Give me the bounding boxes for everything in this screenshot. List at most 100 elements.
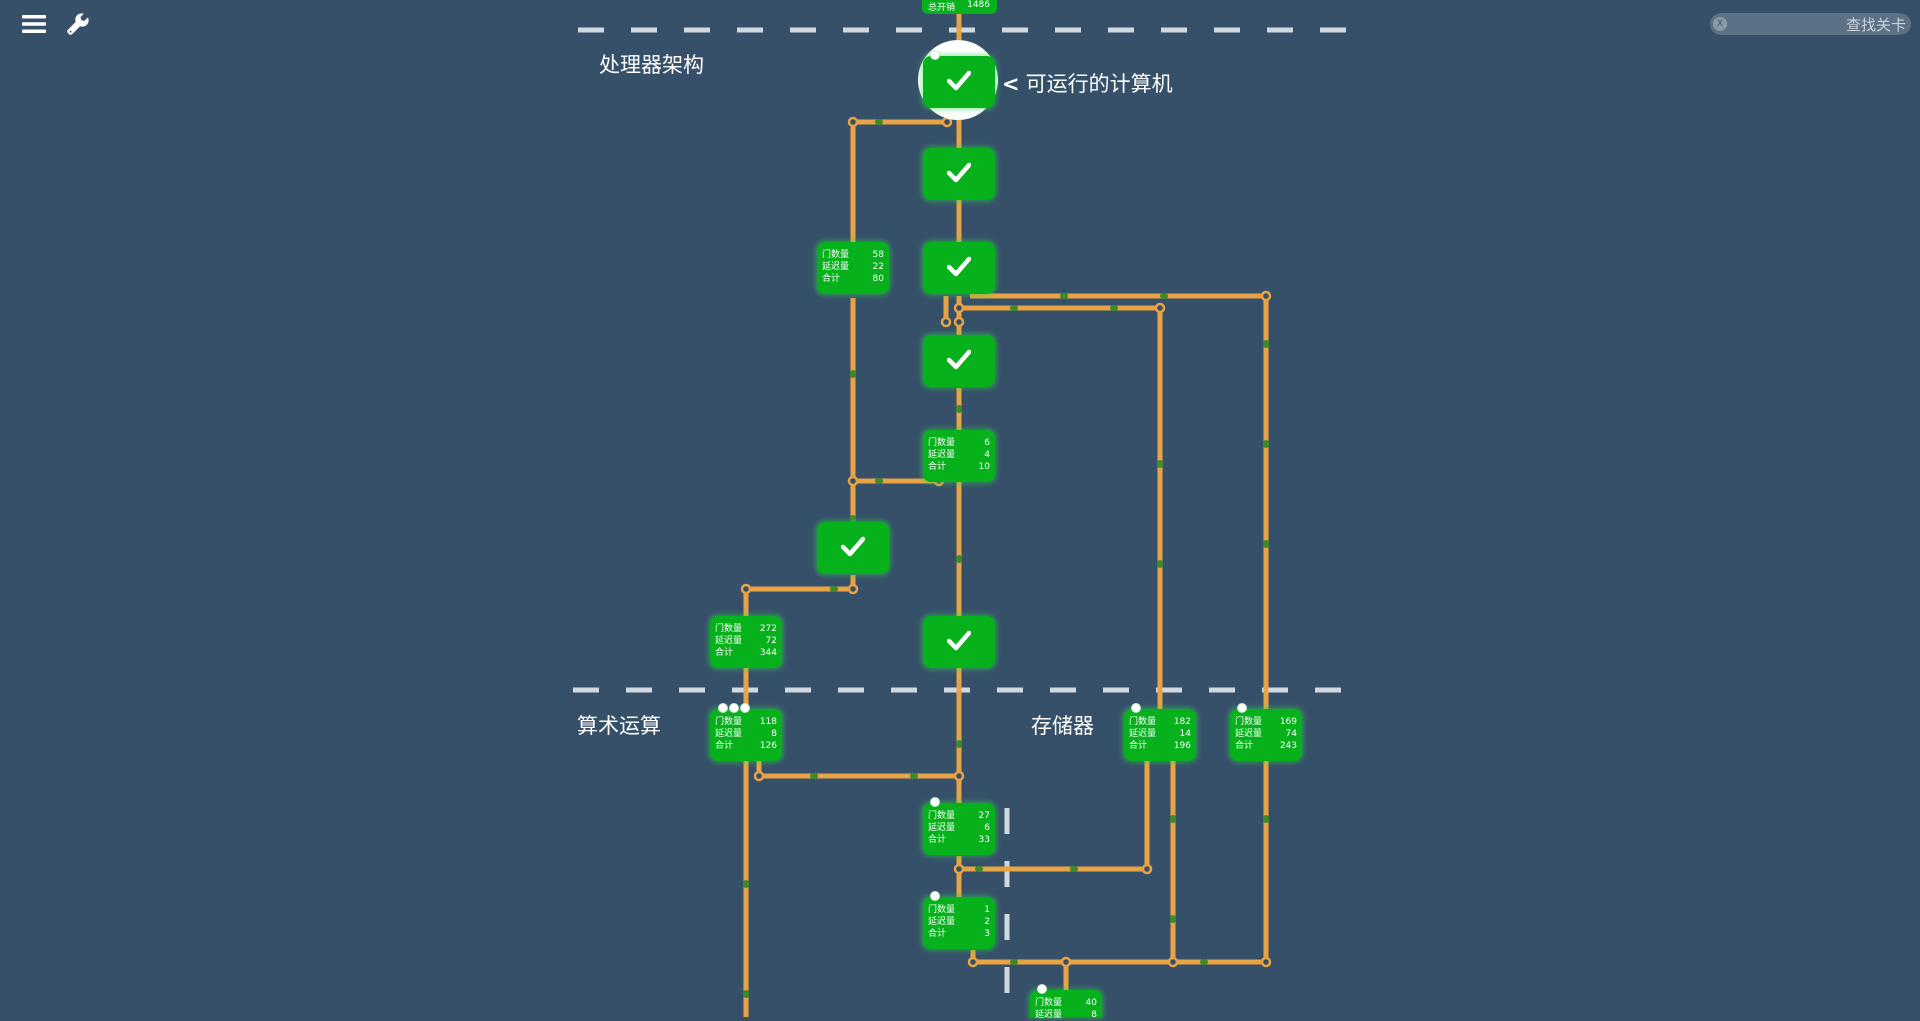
delay-value: 6 (984, 823, 990, 833)
gates-value: 118 (759, 717, 777, 727)
checkmark-icon (947, 256, 971, 277)
level-node-L1[interactable] (923, 56, 995, 108)
total-value: 126 (759, 741, 777, 751)
node-indicator-dot (930, 50, 940, 60)
total-value: 243 (1279, 741, 1297, 751)
delay-value: 74 (1285, 729, 1297, 739)
total-cost-value: 1486 (967, 0, 990, 10)
total-label: 合计 (715, 648, 734, 658)
delay-value: 8 (771, 729, 777, 739)
gates-value: 169 (1279, 717, 1297, 727)
total-cost-box: 总开销 1486 (922, 0, 997, 14)
delay-value: 22 (872, 262, 884, 272)
wire-signal-marks (743, 119, 1269, 998)
node-indicator-dot (930, 797, 940, 807)
delay-label: 延迟量 (715, 636, 743, 646)
level-node-L9[interactable] (923, 616, 995, 668)
hamburger-menu-icon[interactable] (22, 14, 46, 34)
gates-label: 门数量 (1129, 717, 1157, 727)
level-node-L7[interactable] (817, 522, 889, 574)
total-label: 合计 (715, 741, 734, 751)
gates-value: 40 (1085, 998, 1097, 1008)
total-label: 合计 (928, 835, 947, 845)
delay-value: 72 (765, 636, 777, 646)
section-title-processor-architecture: 处理器架构 (599, 53, 704, 77)
total-cost-label: 总开销 (928, 3, 956, 13)
gates-label: 门数量 (1235, 717, 1263, 727)
delay-label: 延迟量 (928, 450, 956, 460)
delay-value: 8 (1091, 1010, 1097, 1020)
level-node-L5[interactable] (923, 335, 995, 387)
total-label: 合计 (928, 929, 947, 939)
delay-label: 延迟量 (715, 729, 743, 739)
current-level-label: <可运行的计算机 (1002, 68, 1173, 98)
section-title-arithmetic: 算术运算 (577, 714, 661, 738)
current-level-arrow: < (1002, 72, 1020, 96)
gates-value: 6 (984, 438, 990, 448)
delay-value: 4 (984, 450, 990, 460)
total-value: 3 (984, 929, 990, 939)
total-value: 80 (872, 274, 884, 284)
total-value: 10 (978, 462, 990, 472)
level-stats: 门数量 40 延迟量 8 (1035, 997, 1097, 1021)
delay-label: 延迟量 (1235, 729, 1263, 739)
search-level-box: X (1710, 13, 1911, 37)
delay-value: 14 (1179, 729, 1191, 739)
gates-label: 门数量 (715, 717, 743, 727)
gates-label: 门数量 (928, 438, 956, 448)
wrench-icon[interactable] (66, 12, 90, 36)
wire-joints (740, 116, 1272, 968)
checkmark-icon (947, 162, 971, 183)
gates-label: 门数量 (715, 624, 743, 634)
total-label: 合计 (1235, 741, 1254, 751)
node-indicator-dot (729, 703, 739, 713)
level-stats: 门数量 169 延迟量 74 合计 243 (1235, 716, 1297, 752)
delay-label: 延迟量 (1129, 729, 1157, 739)
checkmark-icon (947, 630, 971, 651)
level-node-L3[interactable] (923, 242, 995, 294)
total-label: 合计 (1129, 741, 1148, 751)
level-stats: 门数量 58 延迟量 22 合计 80 (822, 249, 884, 285)
checkmark-icon (947, 349, 971, 370)
gates-value: 272 (759, 624, 777, 634)
checkmark-icon (841, 536, 865, 557)
level-stats: 门数量 27 延迟量 6 合计 33 (928, 810, 990, 846)
delay-label: 延迟量 (1035, 1010, 1063, 1020)
level-node-L13[interactable]: 门数量 27 延迟量 6 合计 33 (923, 803, 995, 855)
node-indicator-dot (930, 891, 940, 901)
level-node-L4[interactable]: 门数量 58 延迟量 22 合计 80 (817, 242, 889, 294)
total-value: 344 (759, 648, 777, 658)
level-node-L15[interactable]: 门数量 40 延迟量 8 (1030, 990, 1102, 1020)
gates-label: 门数量 (1035, 998, 1063, 1008)
level-stats: 门数量 272 延迟量 72 合计 344 (715, 623, 777, 659)
delay-label: 延迟量 (928, 823, 956, 833)
node-indicator-dot (718, 703, 728, 713)
section-title-memory: 存储器 (1031, 714, 1094, 738)
level-node-L8[interactable]: 门数量 272 延迟量 72 合计 344 (710, 616, 782, 668)
total-label: 合计 (822, 274, 841, 284)
gates-label: 门数量 (928, 905, 956, 915)
delay-label: 延迟量 (928, 917, 956, 927)
total-value: 33 (978, 835, 990, 845)
node-indicator-dot (1037, 984, 1047, 994)
current-level-name: 可运行的计算机 (1025, 72, 1173, 96)
level-node-L2[interactable] (923, 148, 995, 200)
node-indicator-dot (1131, 703, 1141, 713)
gates-value: 58 (872, 250, 884, 260)
level-node-L12[interactable]: 门数量 169 延迟量 74 合计 243 (1230, 709, 1302, 761)
node-indicator-dot (740, 703, 750, 713)
gates-value: 27 (978, 811, 990, 821)
clear-search-icon[interactable]: X (1713, 17, 1727, 31)
search-level-input[interactable] (1732, 13, 1908, 37)
delay-label: 延迟量 (822, 262, 850, 272)
level-node-L10[interactable]: 门数量 118 延迟量 8 合计 126 (710, 709, 782, 761)
gates-value: 182 (1173, 717, 1191, 727)
gates-label: 门数量 (928, 811, 956, 821)
gates-label: 门数量 (822, 250, 850, 260)
